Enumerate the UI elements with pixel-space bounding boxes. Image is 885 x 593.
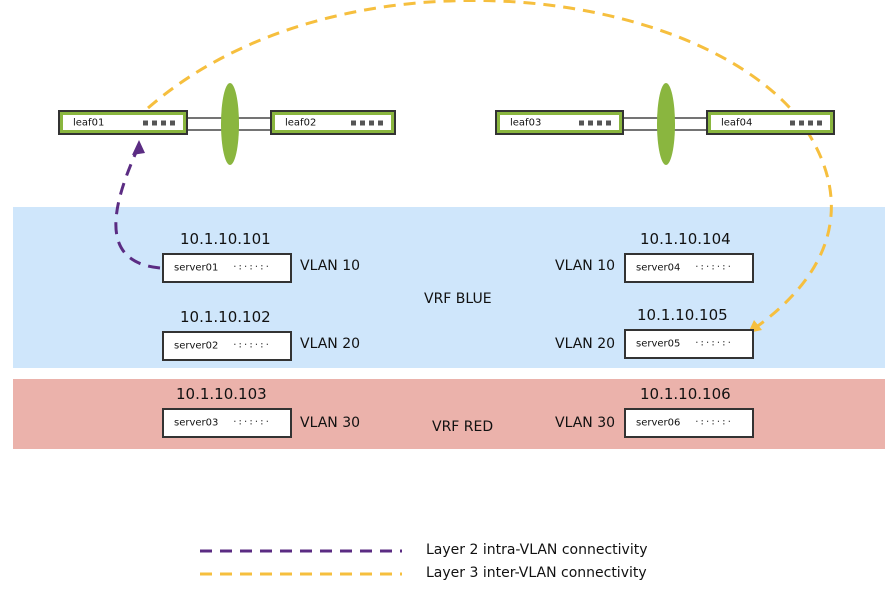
- server-ports-icon: ·:·:·:·: [694, 417, 732, 428]
- switch-leaf01: leaf01: [58, 110, 188, 135]
- legend-l2-label: Layer 2 intra-VLAN connectivity: [426, 542, 648, 558]
- switch-label: leaf02: [285, 117, 317, 128]
- server-label: server03: [174, 417, 219, 429]
- server-server04: server04 ·:·:·:·: [624, 253, 754, 283]
- l2-path: [114, 149, 161, 270]
- server-ports-icon: ·:·:·:·: [232, 262, 270, 273]
- server-label: server05: [636, 338, 681, 350]
- server-server01: server01 ·:·:·:·: [162, 253, 292, 283]
- server04-vlan: VLAN 10: [555, 258, 616, 274]
- mlag-bond-2: [657, 83, 675, 165]
- vrf-red-label: VRF RED: [432, 419, 494, 435]
- server06-vlan: VLAN 30: [555, 415, 616, 431]
- server-label: server06: [636, 417, 681, 429]
- l2-arrowhead: [132, 140, 145, 155]
- switch-leaf03: leaf03: [495, 110, 624, 135]
- server-label: server04: [636, 262, 681, 274]
- vrf-blue-label: VRF BLUE: [424, 291, 492, 307]
- server-server03: server03 ·:·:·:·: [162, 408, 292, 438]
- server03-ip: 10.1.10.103: [176, 385, 267, 403]
- mlag-bond-1: [221, 83, 239, 165]
- server05-vlan: VLAN 20: [555, 336, 616, 352]
- server05-ip: 10.1.10.105: [637, 306, 728, 324]
- switch-leaf02: leaf02: [270, 110, 396, 135]
- legend-l3-label: Layer 3 inter-VLAN connectivity: [426, 565, 647, 581]
- server-server02: server02 ·:·:·:·: [162, 331, 292, 361]
- server03-vlan: VLAN 30: [300, 415, 361, 431]
- server-ports-icon: ·:·:·:·: [694, 262, 732, 273]
- switch-ports-icon: [351, 120, 383, 125]
- switch-ports-icon: [143, 120, 175, 125]
- server04-ip: 10.1.10.104: [640, 230, 731, 248]
- server01-ip: 10.1.10.101: [180, 230, 271, 248]
- server06-ip: 10.1.10.106: [640, 385, 731, 403]
- server-label: server01: [174, 262, 219, 274]
- server-ports-icon: ·:·:·:·: [694, 338, 732, 349]
- server-server05: server05 ·:·:·:·: [624, 329, 754, 359]
- server02-vlan: VLAN 20: [300, 336, 361, 352]
- switch-label: leaf04: [721, 117, 753, 128]
- server-server06: server06 ·:·:·:·: [624, 408, 754, 438]
- server02-ip: 10.1.10.102: [180, 308, 271, 326]
- switch-ports-icon: [579, 120, 611, 125]
- server-label: server02: [174, 340, 219, 352]
- switch-label: leaf01: [73, 117, 105, 128]
- server01-vlan: VLAN 10: [300, 258, 361, 274]
- switch-label: leaf03: [510, 117, 542, 128]
- switch-leaf04: leaf04: [706, 110, 835, 135]
- server-ports-icon: ·:·:·:·: [232, 417, 270, 428]
- l3-path: [147, 0, 833, 330]
- server-ports-icon: ·:·:·:·: [232, 340, 270, 351]
- switch-ports-icon: [790, 120, 822, 125]
